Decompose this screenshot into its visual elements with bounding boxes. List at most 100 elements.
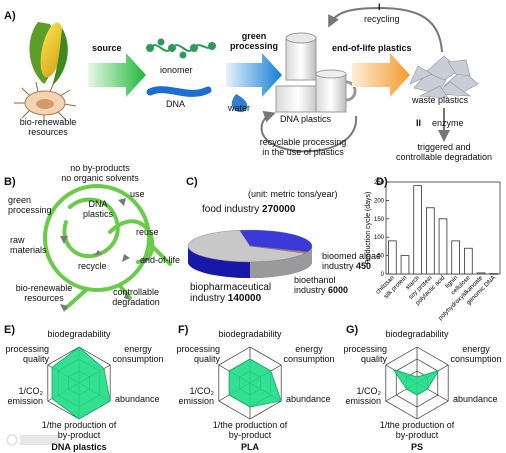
y-tick-label: 150 bbox=[374, 217, 385, 223]
enzyme-label: enzyme bbox=[432, 118, 464, 128]
waste-plastics-pile bbox=[409, 55, 479, 99]
radar-title: DNA plastics bbox=[51, 442, 107, 452]
radar-area bbox=[228, 358, 282, 408]
bar-4 bbox=[438, 218, 448, 275]
cycle-diagram bbox=[43, 184, 172, 310]
cycle-arrowheads bbox=[60, 198, 150, 312]
radar-label-processing: processing quality bbox=[176, 344, 220, 364]
bar-7 bbox=[476, 272, 486, 275]
end-of-life-label: end-of-life plastics bbox=[332, 43, 412, 53]
radar-label-energy: energy consumption bbox=[450, 344, 502, 364]
bar-0 bbox=[388, 240, 397, 275]
pie-algae-label: bioomed algae industry 450 bbox=[322, 251, 382, 272]
panel-label-b: B) bbox=[4, 176, 16, 188]
b-end-of-life-label: end-of-life bbox=[140, 255, 181, 265]
pie-bio-name: biopharmaceutical industry bbox=[190, 282, 272, 304]
pie-bio-value: 140000 bbox=[227, 293, 262, 304]
pie-side-gray bbox=[250, 246, 312, 278]
radar-label-energy: energy consumption bbox=[283, 344, 335, 364]
recyclable-loop-arrow bbox=[260, 110, 358, 153]
watermark-logo bbox=[6, 434, 60, 446]
radar-label-byproduct: 1/the production of by-product bbox=[212, 420, 288, 440]
bar-1 bbox=[400, 255, 410, 275]
radar-chart-1 bbox=[218, 346, 282, 420]
pie-top bbox=[187, 229, 313, 263]
b-recycle-label: recycle bbox=[78, 261, 107, 271]
b-use-label: use bbox=[130, 189, 145, 199]
green-processing-label: green processing bbox=[229, 31, 278, 51]
source-label: source bbox=[92, 43, 122, 53]
source-arrow bbox=[88, 53, 146, 97]
pie-slice-3 bbox=[249, 245, 309, 254]
radar-label-processing: processing quality bbox=[343, 344, 387, 364]
radar-title: PS bbox=[410, 442, 423, 452]
radar-label-byproduct: 1/the production of by-product bbox=[379, 420, 455, 440]
radar-label-co2: 1/CO₂ emission bbox=[345, 386, 381, 406]
panel-label-e: E) bbox=[4, 324, 15, 336]
radar-label-processing: processing quality bbox=[5, 344, 49, 364]
pie-algae-value: 450 bbox=[356, 260, 372, 271]
pie-slice-0 bbox=[187, 230, 306, 263]
b-dna-plastics-label: DNA plastics bbox=[82, 199, 113, 219]
triggered-degradation-label: triggered and controllable degradation bbox=[395, 142, 493, 162]
pie-food-label: food industry 270000 bbox=[202, 204, 295, 215]
waste-plastics-label: waste plastics bbox=[412, 95, 469, 105]
radar-label-biodegradability: biodegradability bbox=[385, 329, 449, 339]
dna-plastics-label: DNA plastics bbox=[280, 114, 332, 124]
radar-label-abundance: abundance bbox=[115, 394, 160, 404]
no-byproducts-label: no by-products no organic solvents bbox=[61, 163, 139, 183]
radar-area bbox=[392, 368, 440, 396]
bar-8 bbox=[489, 273, 498, 275]
radar-charts bbox=[47, 346, 449, 420]
y-tick-label: 250 bbox=[374, 180, 385, 186]
y-tick-label: 0 bbox=[381, 272, 385, 278]
radar-chart-0 bbox=[47, 346, 111, 420]
bar-5 bbox=[451, 240, 460, 275]
pie-slice-1 bbox=[239, 229, 313, 253]
radar-label-co2: 1/CO₂ emission bbox=[178, 386, 214, 406]
radar-label-co2: 1/CO₂ emission bbox=[7, 386, 43, 406]
b-reuse-label: reuse bbox=[136, 227, 159, 237]
dna-plastics-objects bbox=[275, 32, 357, 113]
panel-label-a: A) bbox=[4, 10, 16, 22]
b-green-processing-label: green processing bbox=[8, 195, 52, 215]
pie-food-name: food industry bbox=[202, 204, 263, 215]
pie-unit-label: (unit: metric tons/year) bbox=[248, 189, 338, 199]
dna-strand-icon bbox=[146, 86, 212, 97]
water-label: water bbox=[228, 103, 251, 113]
radar-label-abundance: abundance bbox=[286, 394, 331, 404]
panel-label-d: D) bbox=[376, 176, 388, 188]
radar-label-biodegradability: biodegradability bbox=[218, 329, 282, 339]
radar-title: PLA bbox=[241, 442, 259, 452]
b-bio-resources-label: bio-renewable resources bbox=[15, 283, 73, 303]
pie-bio-label: biopharmaceutical industry 140000 bbox=[190, 282, 271, 304]
ionomer-label: ionomer bbox=[160, 65, 193, 75]
recycling-roman-numeral: I bbox=[378, 2, 381, 12]
radar-chart-2 bbox=[385, 346, 449, 420]
bio-resources-label: bio-renewable resources bbox=[19, 117, 77, 137]
end-of-life-arrow bbox=[352, 53, 410, 97]
bar-2 bbox=[413, 185, 422, 275]
enzyme-roman-numeral: II bbox=[416, 118, 422, 128]
pie-food-value: 270000 bbox=[262, 204, 296, 215]
panel-label-c: C) bbox=[186, 176, 198, 188]
pie-algae-name: bioomed algae industry bbox=[322, 251, 382, 271]
pie-ethanol-name: bioethanol industry bbox=[294, 275, 336, 295]
corn-icon bbox=[29, 22, 68, 86]
panel-label-f: F) bbox=[178, 324, 189, 336]
radar-label-biodegradability: biodegradability bbox=[47, 329, 111, 339]
dna-label: DNA bbox=[166, 99, 186, 109]
panel-label-g: G) bbox=[346, 324, 359, 336]
pie-ethanol-label: bioethanol industry 6000 bbox=[294, 275, 349, 296]
bar-3 bbox=[426, 207, 435, 275]
pie-ethanol-value: 6000 bbox=[328, 284, 349, 295]
b-raw-materials-label: raw materials bbox=[10, 235, 47, 255]
y-tick-label: 50 bbox=[377, 254, 384, 260]
ionomer-icon bbox=[146, 38, 216, 59]
water-drop-icon bbox=[231, 94, 248, 113]
radar-area bbox=[51, 346, 111, 420]
recycling-label: recycling bbox=[364, 14, 400, 24]
processing-arrow bbox=[226, 53, 282, 97]
microbe-icon bbox=[14, 81, 77, 124]
